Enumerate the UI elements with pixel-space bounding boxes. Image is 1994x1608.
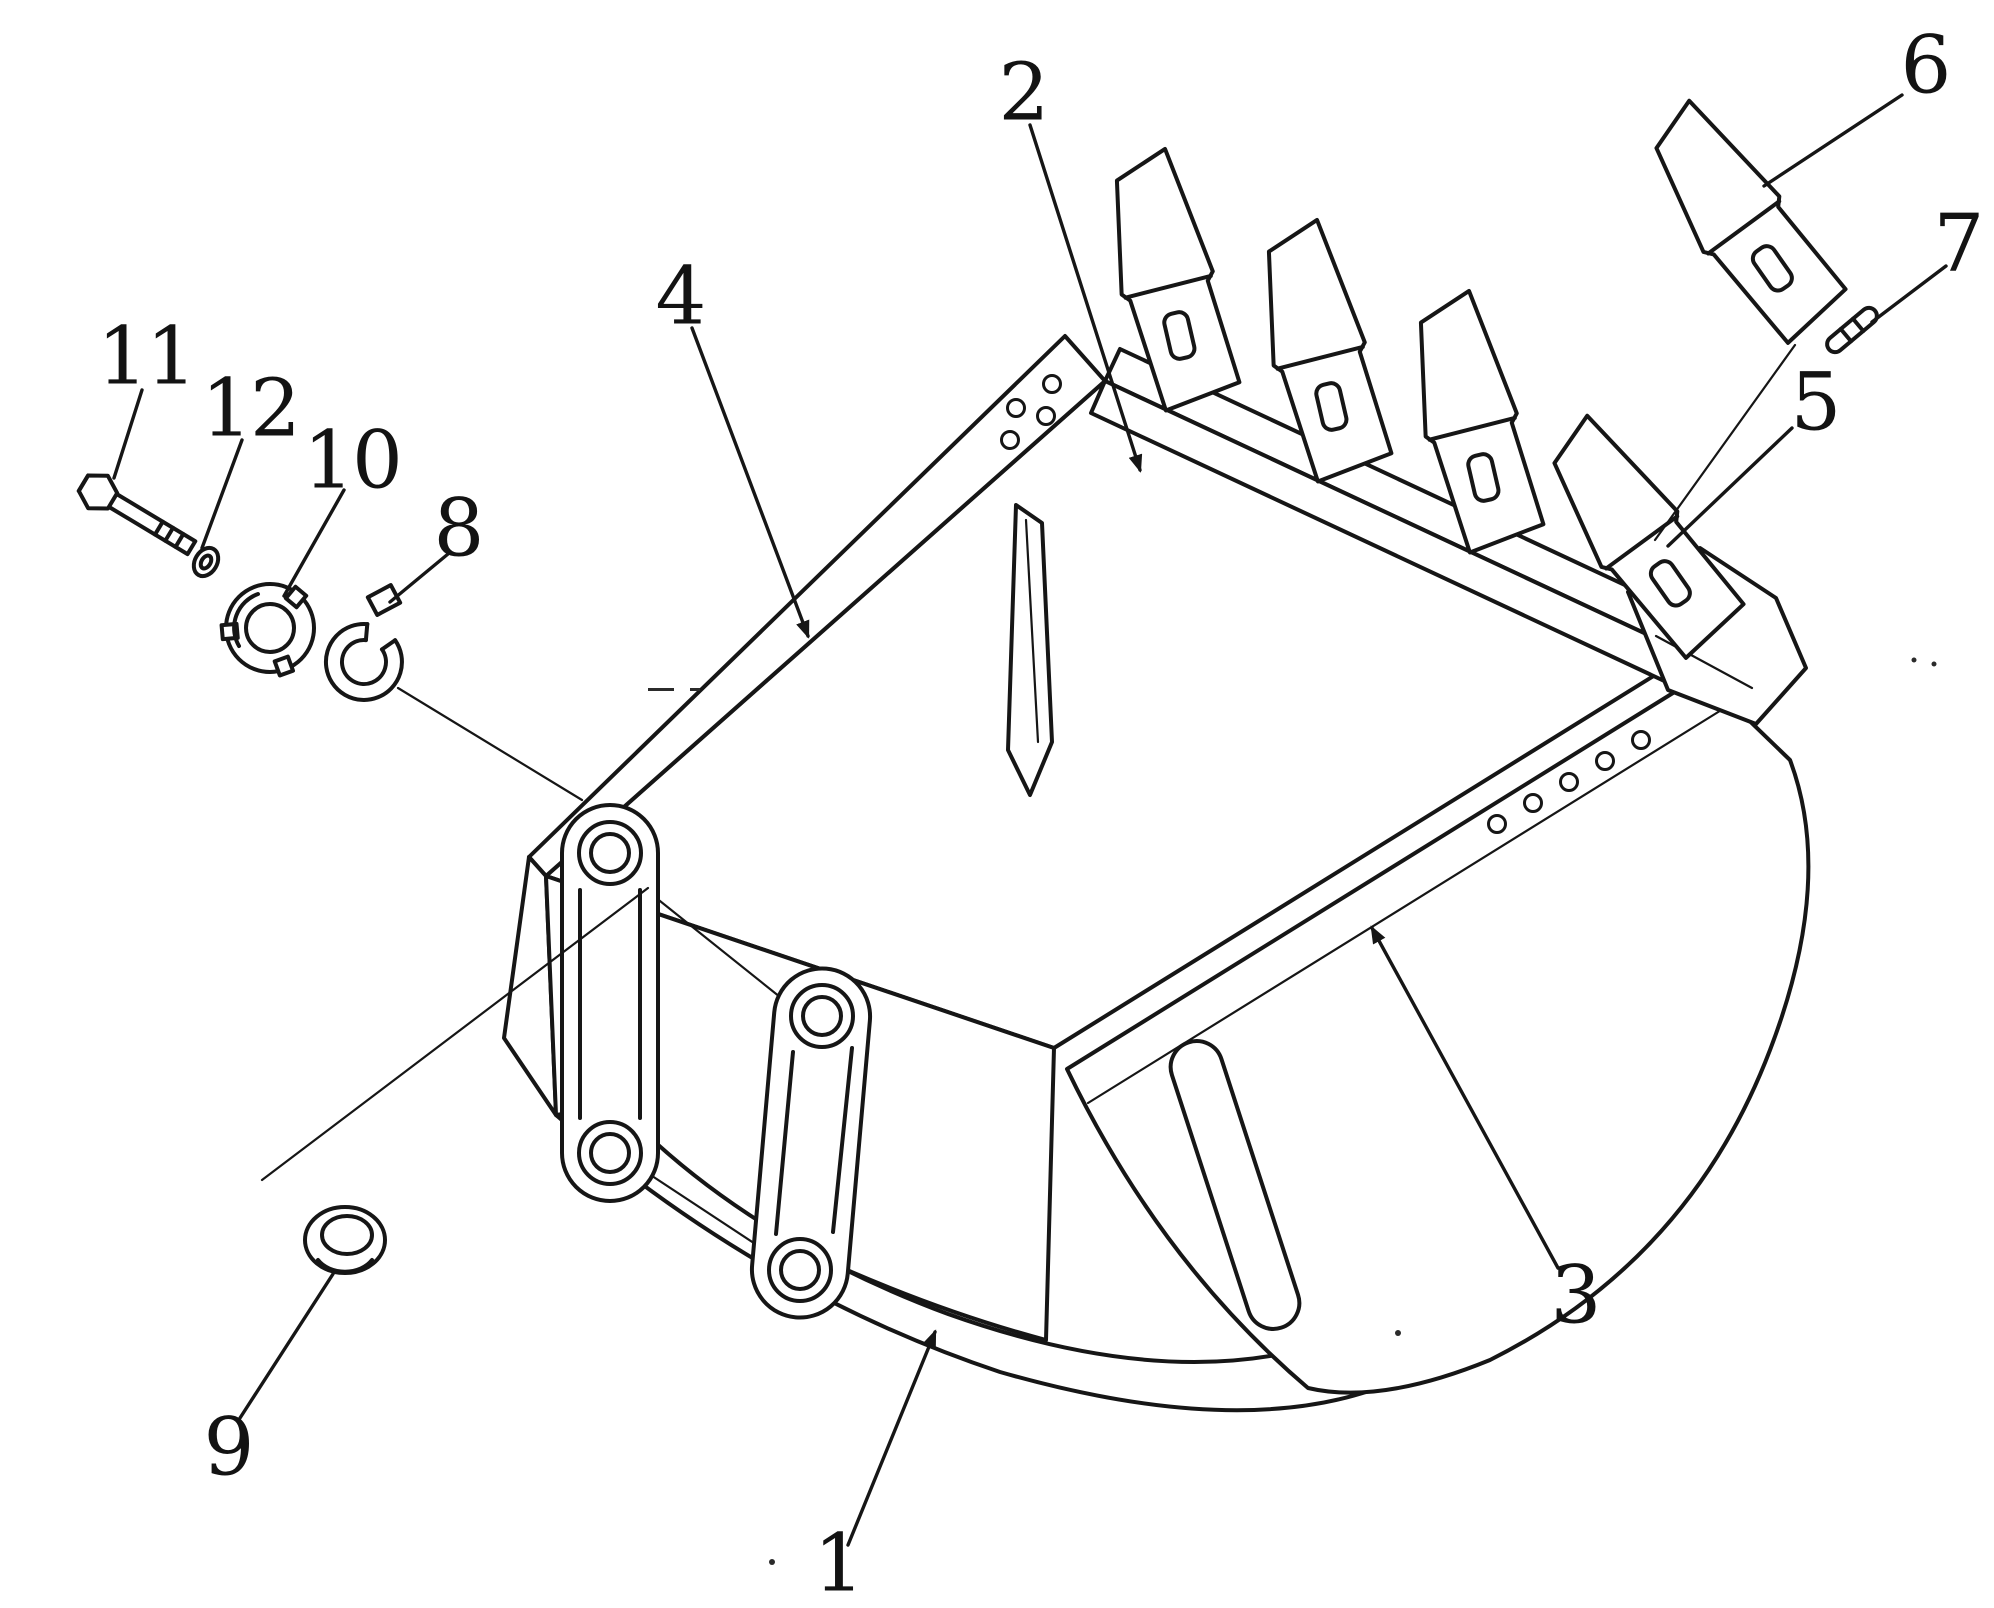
hex-bolt (76, 473, 198, 557)
callout-11: 11 (97, 309, 197, 403)
callout-6: 6 (1900, 18, 1952, 112)
washer (191, 545, 221, 579)
tooth-point (1654, 98, 1848, 345)
rear-edge-strip (527, 334, 1107, 878)
scan-noise (648, 657, 1937, 1565)
link-cross-shaft (638, 883, 792, 1007)
callout-12: 12 (201, 361, 301, 455)
plug (303, 1205, 387, 1275)
callout-2: 2 (998, 45, 1050, 139)
leader-line-9 (238, 1272, 335, 1420)
bolt-hole (1036, 406, 1056, 426)
leader-line-11 (112, 388, 144, 480)
leader-line-4 (690, 326, 810, 639)
bolt-hole (1006, 398, 1026, 418)
link-plate-right (749, 966, 873, 1320)
leader-line-6 (1762, 93, 1904, 188)
callout-4: 4 (655, 249, 707, 343)
leader-line-12 (200, 438, 244, 550)
tooth-lock-pin (1825, 305, 1879, 355)
leader-line-1 (846, 1329, 937, 1547)
bolt-hole (1487, 814, 1507, 834)
snap-ring (324, 583, 404, 702)
leader-line-2 (1028, 123, 1143, 473)
callout-9: 9 (203, 1400, 255, 1494)
side-cutter-slot (1168, 1039, 1302, 1331)
leader-line-10 (282, 488, 346, 598)
leader-line-7 (1870, 264, 1948, 324)
bucket-tooth (1266, 217, 1394, 484)
link-plate-left (560, 803, 660, 1203)
slotted-collar (219, 582, 316, 678)
callout-8: 8 (433, 481, 485, 575)
callout-5: 5 (1790, 355, 1842, 449)
bolt-hole (1595, 751, 1615, 771)
link-cross-shaft (638, 1166, 774, 1257)
leader-line-5 (1666, 426, 1794, 548)
leader-lines (112, 93, 1948, 1547)
bolt-hole (1631, 730, 1651, 750)
bucket-tooth (1418, 288, 1546, 555)
bucket-tooth (1114, 146, 1242, 413)
callout-7: 7 (1933, 196, 1985, 290)
bolt-hole (1042, 374, 1062, 394)
inner-weld-seam (1006, 503, 1054, 797)
callout-3: 3 (1550, 1248, 1602, 1342)
assembly-line (396, 686, 584, 802)
bolt-hole (1000, 430, 1020, 450)
callout-1: 1 (813, 1516, 865, 1608)
leader-line-8 (388, 552, 450, 604)
bolt-hole (1523, 793, 1543, 813)
assembly-line (260, 886, 650, 1182)
bolt-hole (1559, 772, 1579, 792)
callout-10: 10 (303, 413, 403, 507)
assembly-line (1653, 343, 1797, 542)
bucket-tooth (1552, 413, 1746, 660)
leader-line-3 (1370, 925, 1560, 1270)
